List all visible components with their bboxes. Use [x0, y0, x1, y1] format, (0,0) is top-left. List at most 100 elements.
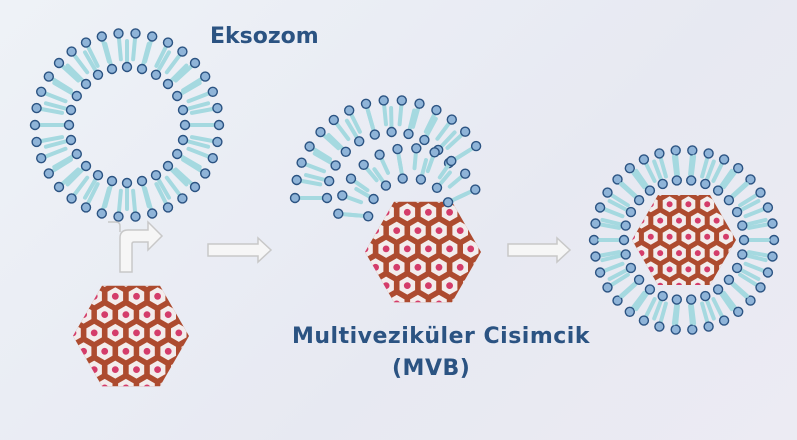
tile-dot: [101, 275, 108, 282]
hexagon-tile: [463, 203, 479, 222]
tile-dot: [414, 263, 422, 271]
tile-dot: [657, 250, 664, 257]
tile-dot: [393, 300, 401, 303]
lipid-head: [66, 193, 77, 204]
lipid-head: [171, 90, 183, 102]
hexagon-tile: [44, 324, 60, 342]
hexagon-tile: [150, 251, 166, 269]
lipid-head: [403, 128, 414, 140]
tile-dot: [676, 250, 682, 257]
tile-dot: [382, 282, 390, 289]
hexagon-tile: [44, 251, 60, 269]
hexagon-tile: [672, 277, 686, 285]
hexagon-tile: [192, 361, 208, 379]
tile-dot: [111, 292, 119, 300]
tile-dot: [489, 282, 496, 289]
tile-dot: [446, 208, 453, 216]
lipid-head: [199, 71, 211, 82]
tile-dot: [435, 300, 443, 303]
hexagon-tile: [410, 201, 426, 203]
tile-dot: [365, 282, 369, 290]
lipid-head: [162, 37, 174, 48]
lipid-head: [360, 98, 372, 110]
lipid-head: [53, 181, 65, 193]
hexagon-tile: [388, 201, 405, 203]
tile-dot: [467, 208, 475, 216]
lipid-head: [460, 126, 471, 137]
lipid-head: [36, 152, 47, 164]
lipid-head: [712, 185, 724, 196]
tile-dot: [382, 208, 390, 216]
hexagon-tile: [171, 287, 187, 306]
tile-dot: [48, 403, 55, 410]
lipid-head: [392, 143, 403, 155]
lipid-head: [80, 78, 92, 90]
tile-dot: [90, 366, 98, 373]
tile-dot: [403, 245, 411, 253]
lipid-head: [345, 173, 357, 184]
tile-dot: [164, 384, 172, 387]
lipid-head: [654, 148, 665, 159]
tile-dot: [477, 300, 481, 303]
hexagon-tile: [75, 378, 92, 387]
hexagon-tile: [65, 251, 81, 269]
tile-dot: [133, 329, 140, 337]
lipid-head: [43, 168, 54, 179]
tile-dot: [341, 282, 348, 289]
lipid-head: [80, 37, 92, 48]
tile-dot: [351, 191, 358, 198]
tile-dot: [143, 347, 151, 355]
tile-dot: [122, 384, 130, 387]
tile-dot: [403, 208, 411, 216]
tile-dot: [732, 217, 736, 224]
lipid-head: [625, 206, 637, 218]
lipid-head: [419, 134, 430, 146]
lipid-head: [644, 284, 656, 295]
lipid-head: [146, 208, 158, 219]
lipid-head: [414, 98, 425, 109]
tile-dot: [467, 245, 475, 253]
hexagon-tile: [73, 287, 81, 306]
hexagon-tile: [181, 285, 189, 287]
tile-dot: [694, 250, 701, 257]
lipid-head: [737, 220, 748, 231]
lipid-head: [179, 119, 191, 131]
tile-dot: [185, 384, 189, 387]
tile-dot: [111, 329, 119, 337]
hexagon-tile: [192, 397, 208, 415]
tile-dot: [197, 293, 204, 300]
lipid-head: [36, 86, 47, 98]
hexagon-tile: [484, 167, 500, 185]
lipid-head: [171, 148, 183, 160]
curved-arrow-icon: [119, 220, 164, 273]
tile-dot: [175, 329, 183, 337]
tile-dot: [154, 329, 162, 337]
tile-dot: [489, 209, 496, 216]
lipid-head: [177, 193, 188, 204]
lipid-head: [212, 102, 223, 114]
lipid-head: [733, 306, 744, 317]
tile-dot: [143, 311, 151, 318]
tile-dot: [632, 201, 635, 208]
hexagon-tile: [96, 285, 113, 287]
lipid-head: [446, 114, 457, 125]
lipid-head: [65, 134, 77, 146]
tile-dot: [133, 403, 140, 410]
tile-dot: [365, 245, 369, 253]
tile-dot: [48, 330, 55, 337]
hexagon-tile: [44, 287, 60, 305]
tile-dot: [666, 233, 673, 240]
tile-dot: [425, 245, 432, 253]
lipid-head: [670, 145, 681, 156]
hexagon-tile: [336, 277, 352, 295]
lipid-head: [53, 57, 65, 69]
lipid-head: [700, 178, 711, 190]
lipid-head: [92, 69, 104, 81]
lipid-head: [130, 28, 141, 39]
lipid-head: [368, 193, 379, 205]
lipid-head: [80, 202, 92, 213]
arrow-right-icon-2: [507, 236, 572, 264]
lipid-head: [703, 148, 714, 159]
tile-dot: [111, 366, 119, 373]
lipid-head: [358, 159, 369, 171]
